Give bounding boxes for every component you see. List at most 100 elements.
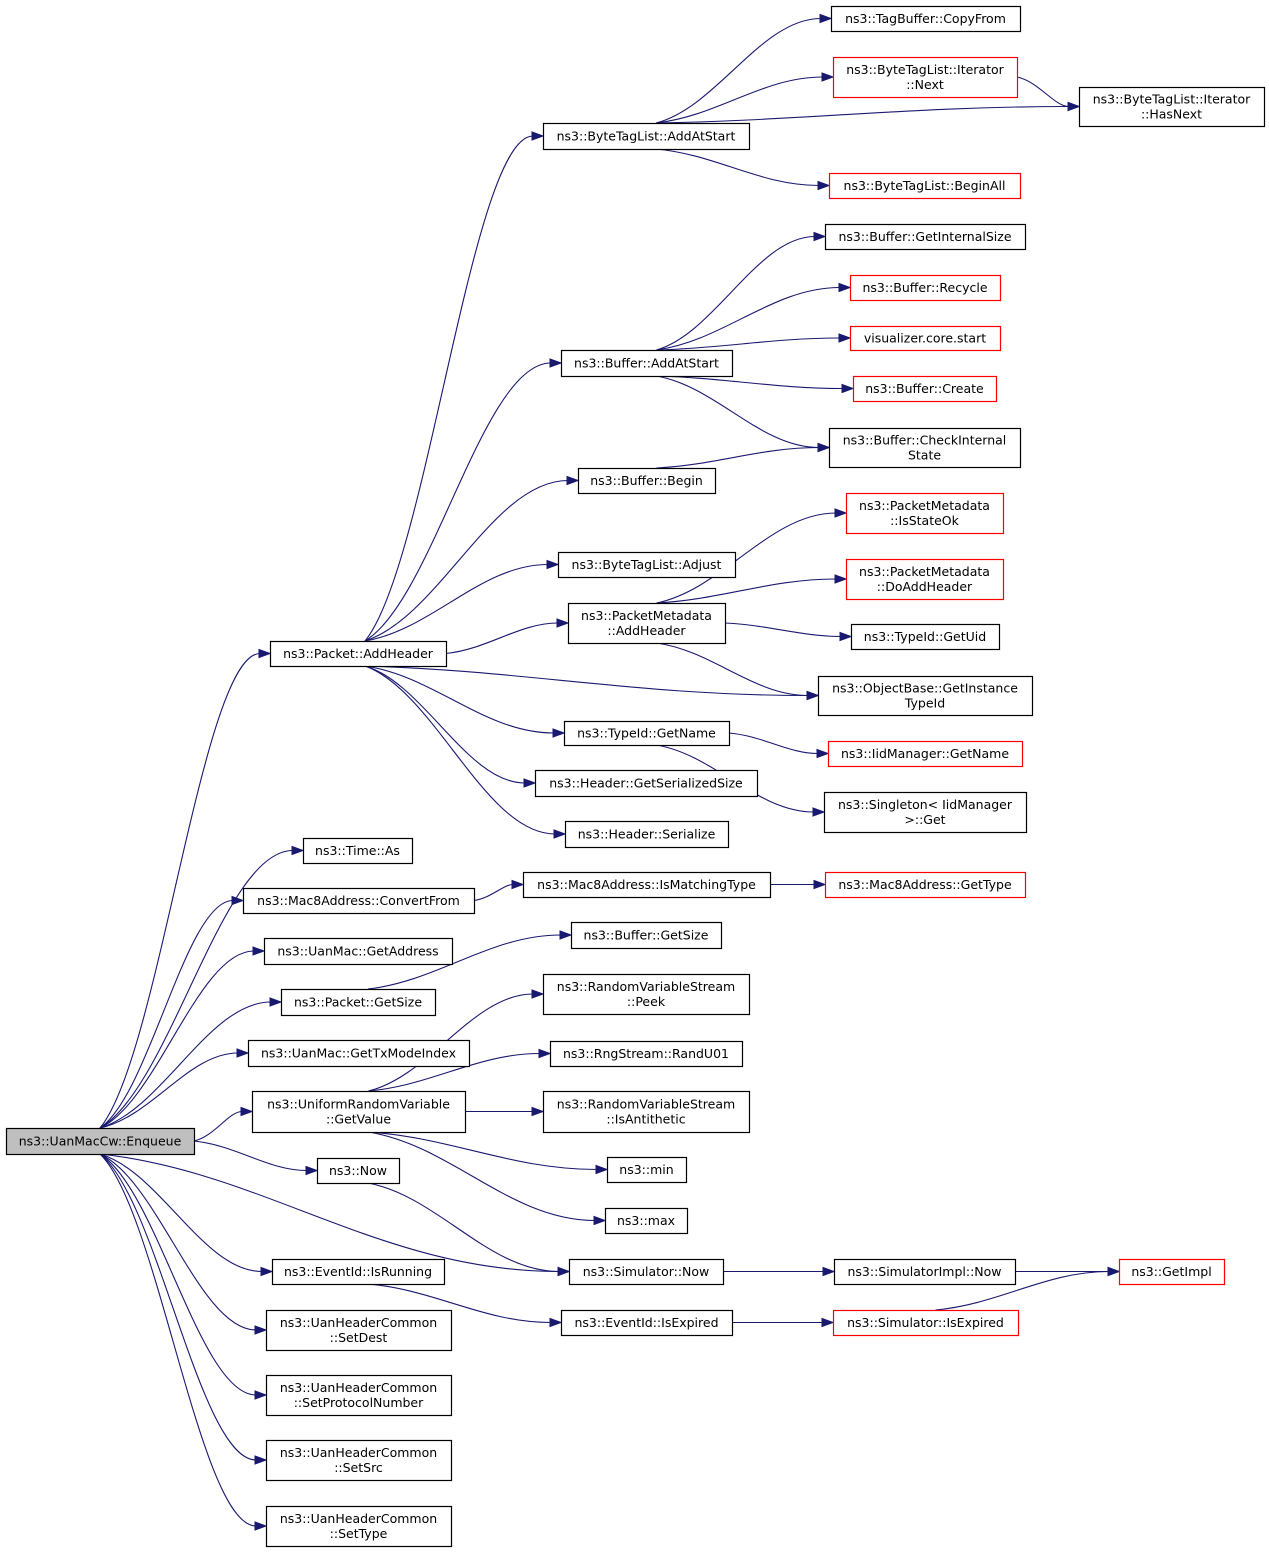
node-isrunning[interactable]: ns3::EventId::IsRunning: [271, 1258, 446, 1286]
node-box: [560, 1309, 734, 1337]
edge-arrowhead: [806, 690, 820, 701]
call-edge: [99, 652, 261, 1129]
node-max[interactable]: ns3::max: [604, 1207, 689, 1235]
node-setproto[interactable]: ns3::UanHeaderCommon::SetProtocolNumber: [265, 1374, 453, 1417]
node-iidgetname[interactable]: ns3::IidManager::GetName: [827, 740, 1024, 768]
node-label: ns3::TypeId::GetUid: [864, 629, 986, 644]
node-label: ::Next: [906, 77, 944, 92]
node-tagcopyfrom[interactable]: ns3::TagBuffer::CopyFrom: [830, 5, 1022, 33]
edge-arrowhead: [553, 829, 567, 839]
node-simisexpired[interactable]: ns3::Simulator::IsExpired: [832, 1309, 1020, 1337]
node-box: [560, 349, 734, 378]
node-bufaddatstart[interactable]: ns3::Buffer::AddAtStart: [560, 349, 734, 378]
node-getimpl[interactable]: ns3::GetImpl: [1118, 1258, 1226, 1286]
node-mac8gettype[interactable]: ns3::Mac8Address::GetType: [824, 871, 1027, 899]
call-edge: [367, 934, 562, 990]
call-edge: [193, 1110, 243, 1142]
node-label: ns3::Header::Serialize: [578, 827, 716, 842]
node-btladjust[interactable]: ns3::ByteTagList::Adjust: [557, 551, 737, 579]
call-edge: [656, 642, 809, 697]
call-edge: [655, 148, 820, 187]
edge-arrowhead: [523, 778, 537, 788]
call-edge: [364, 665, 556, 835]
call-edge: [656, 286, 841, 351]
node-urvgetvalue[interactable]: ns3::UniformRandomVariable::GetValue: [251, 1090, 467, 1134]
node-btlitnext[interactable]: ns3::ByteTagList::Iterator::Next: [832, 56, 1019, 99]
node-box: [247, 1039, 471, 1068]
node-label: ns3::Buffer::CheckInternal: [843, 433, 1007, 448]
node-bufcreate[interactable]: ns3::Buffer::Create: [852, 375, 998, 403]
node-simnow[interactable]: ns3::Simulator::Now: [568, 1258, 725, 1286]
node-btlbeginall[interactable]: ns3::ByteTagList::BeginAll: [828, 172, 1022, 200]
node-btladdatstart[interactable]: ns3::ByteTagList::AddAtStart: [542, 122, 751, 151]
node-box: [265, 1374, 453, 1417]
node-bufinternalsize[interactable]: ns3::Buffer::GetInternalSize: [824, 223, 1027, 251]
node-setsrc[interactable]: ns3::UanHeaderCommon::SetSrc: [265, 1439, 453, 1482]
node-convertfrom[interactable]: ns3::Mac8Address::ConvertFrom: [242, 887, 476, 915]
node-isantithetic[interactable]: ns3::RandomVariableStream::IsAntithetic: [542, 1090, 751, 1134]
edge-arrowhead: [819, 13, 833, 24]
node-box: [577, 467, 717, 495]
node-vizstart[interactable]: visualizer.core.start: [849, 325, 1002, 352]
node-bufgetsize[interactable]: ns3::Buffer::GetSize: [570, 921, 723, 950]
node-timeas[interactable]: ns3::Time::As: [302, 837, 414, 865]
node-hdrserialize[interactable]: ns3::Header::Serialize: [564, 820, 730, 849]
call-edge: [655, 17, 822, 124]
node-gettxmode[interactable]: ns3::UanMac::GetTxModeIndex: [247, 1039, 471, 1068]
call-edge: [656, 235, 816, 351]
node-label: ns3::Singleton< IidManager: [838, 797, 1013, 812]
node-pmisstateok[interactable]: ns3::PacketMetadata::IsStateOk: [845, 492, 1005, 535]
node-addheader[interactable]: ns3::Packet::AddHeader: [269, 640, 448, 668]
call-edge: [99, 1153, 257, 1527]
call-edge: [99, 899, 234, 1129]
node-btlhasnext[interactable]: ns3::ByteTagList::Iterator::HasNext: [1078, 86, 1266, 128]
node-label: ns3::Buffer::GetSize: [584, 928, 709, 943]
node-pgetsize[interactable]: ns3::Packet::GetSize: [280, 988, 437, 1017]
node-enqueue[interactable]: ns3::UanMacCw::Enqueue: [5, 1127, 196, 1156]
node-box: [302, 837, 414, 865]
call-edge: [99, 950, 255, 1129]
node-label: ::IsAntithetic: [606, 1112, 685, 1127]
node-label: ns3::ObjectBase::GetInstance: [832, 681, 1018, 696]
node-now[interactable]: ns3::Now: [316, 1157, 401, 1185]
node-box: [549, 1040, 744, 1068]
edge-arrowhead: [549, 358, 563, 368]
nodes-layer: ns3::UanMacCw::Enqueue ns3::Packet::AddHe…: [5, 5, 1266, 1548]
node-isexpired[interactable]: ns3::EventId::IsExpired: [560, 1309, 734, 1337]
node-box: [5, 1127, 196, 1156]
node-rvspeek[interactable]: ns3::RandomVariableStream::Peek: [542, 973, 751, 1016]
node-hdrserialsize[interactable]: ns3::Header::GetSerializedSize: [534, 769, 759, 798]
node-min[interactable]: ns3::min: [606, 1156, 688, 1184]
node-ismatchingtype[interactable]: ns3::Mac8Address::IsMatchingType: [522, 871, 772, 899]
edge-arrowhead: [240, 1106, 254, 1117]
node-label: ns3::EventId::IsRunning: [284, 1264, 432, 1279]
node-getaddress[interactable]: ns3::UanMac::GetAddress: [263, 937, 454, 966]
edge-arrowhead: [838, 333, 852, 343]
node-box: [1078, 86, 1266, 128]
node-bufbegin[interactable]: ns3::Buffer::Begin: [577, 467, 717, 495]
node-box: [316, 1157, 401, 1185]
node-label: ::SetDest: [330, 1330, 388, 1345]
node-label: ::DoAddHeader: [877, 579, 973, 594]
node-simimplnow[interactable]: ns3::SimulatorImpl::Now: [833, 1258, 1017, 1286]
node-singletonget[interactable]: ns3::Singleton< IidManager>::Get: [823, 791, 1028, 834]
node-pmdoaddheader[interactable]: ns3::PacketMetadata::DoAddHeader: [845, 558, 1005, 601]
edge-arrowhead: [556, 618, 570, 628]
node-randu01[interactable]: ns3::RngStream::RandU01: [549, 1040, 744, 1068]
node-box: [828, 172, 1022, 200]
node-bufrecycle[interactable]: ns3::Buffer::Recycle: [849, 274, 1002, 302]
call-edge: [728, 732, 819, 755]
node-label: ns3::ByteTagList::AddAtStart: [557, 129, 736, 144]
edge-arrowhead: [538, 1048, 552, 1059]
node-typeidgetuid[interactable]: ns3::TypeId::GetUid: [850, 623, 1001, 651]
node-pmaddheader[interactable]: ns3::PacketMetadata::AddHeader: [567, 602, 727, 645]
call-edge: [364, 135, 534, 642]
call-edge: [655, 76, 824, 124]
node-settype[interactable]: ns3::UanHeaderCommon::SetType: [265, 1505, 453, 1548]
node-box: [604, 1207, 689, 1235]
node-label: ns3::Mac8Address::GetType: [838, 877, 1012, 892]
node-setdest[interactable]: ns3::UanHeaderCommon::SetDest: [265, 1309, 453, 1352]
node-typeidgetname[interactable]: ns3::TypeId::GetName: [563, 720, 731, 747]
